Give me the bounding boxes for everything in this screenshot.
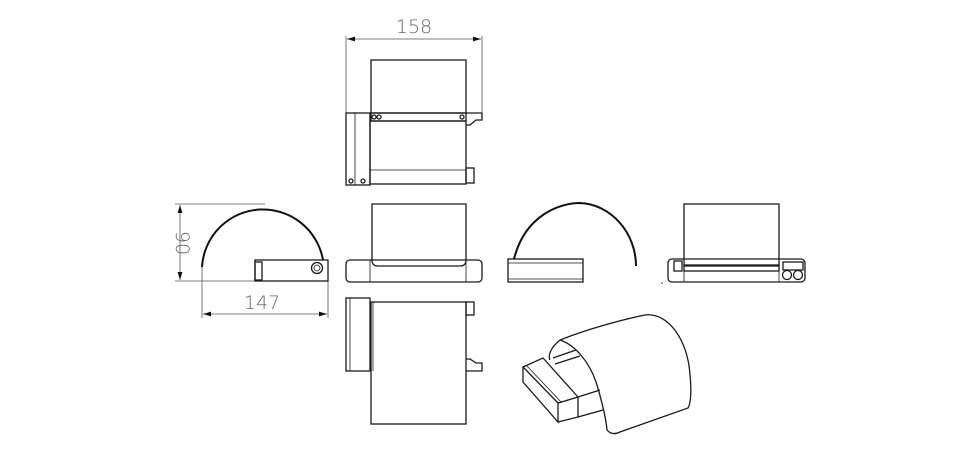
bottom-view xyxy=(345,297,483,425)
side-view-right xyxy=(507,201,663,284)
front-view xyxy=(345,203,483,283)
dimension-label-158: 158 xyxy=(396,16,432,38)
side-view-left: 90 147 xyxy=(171,203,329,318)
dimension-label-147: 147 xyxy=(244,292,280,314)
dimension-label-90: 90 xyxy=(171,231,193,255)
isometric-view xyxy=(521,314,692,435)
rear-view xyxy=(667,203,806,283)
top-view: 158 xyxy=(345,16,483,186)
